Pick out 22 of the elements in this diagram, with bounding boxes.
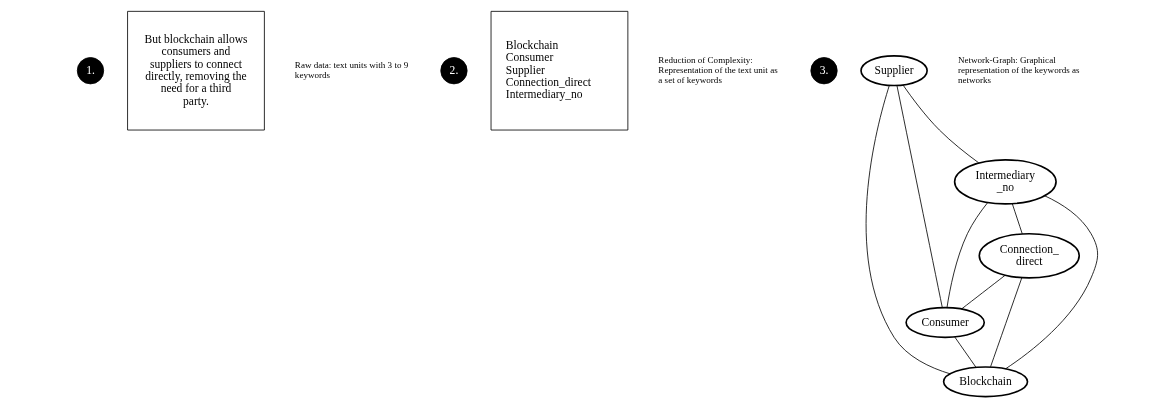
connector: [902, 84, 979, 164]
connector: [953, 336, 976, 368]
node-circle: 1.: [76, 57, 104, 85]
node-ellipse: Consumer: [904, 306, 985, 339]
connector: [946, 202, 988, 308]
connector: [960, 274, 1006, 310]
node-ellipse: Connection_ direct: [977, 232, 1080, 279]
node-label: Reduction of Complexity: Representation of the text unit as a set of keywords: [657, 55, 778, 85]
node-circle: 2.: [439, 57, 468, 85]
node-ellipse: Supplier: [859, 55, 928, 87]
node-ellipse: Intermediary _no: [953, 159, 1057, 205]
connector: [1011, 203, 1023, 235]
node-box: Blockchain Consumer Supplier Connection_direct Intermediary_no: [490, 10, 628, 131]
node-ellipse: Blockchain: [942, 366, 1028, 398]
node-circle: 3.: [809, 57, 838, 85]
connector: [865, 85, 951, 375]
label: Network-Graph: Graphical representation of the keywords as networks: [957, 55, 1080, 85]
connector: [896, 85, 943, 309]
connector: [989, 277, 1022, 368]
node-box: But blockchain allows consumers and suppliers to connect directly, removing the need for a third party.: [126, 10, 265, 131]
node-label: Raw data: text units with 3 to 9 keywords: [294, 60, 408, 80]
connector: [1004, 195, 1098, 370]
